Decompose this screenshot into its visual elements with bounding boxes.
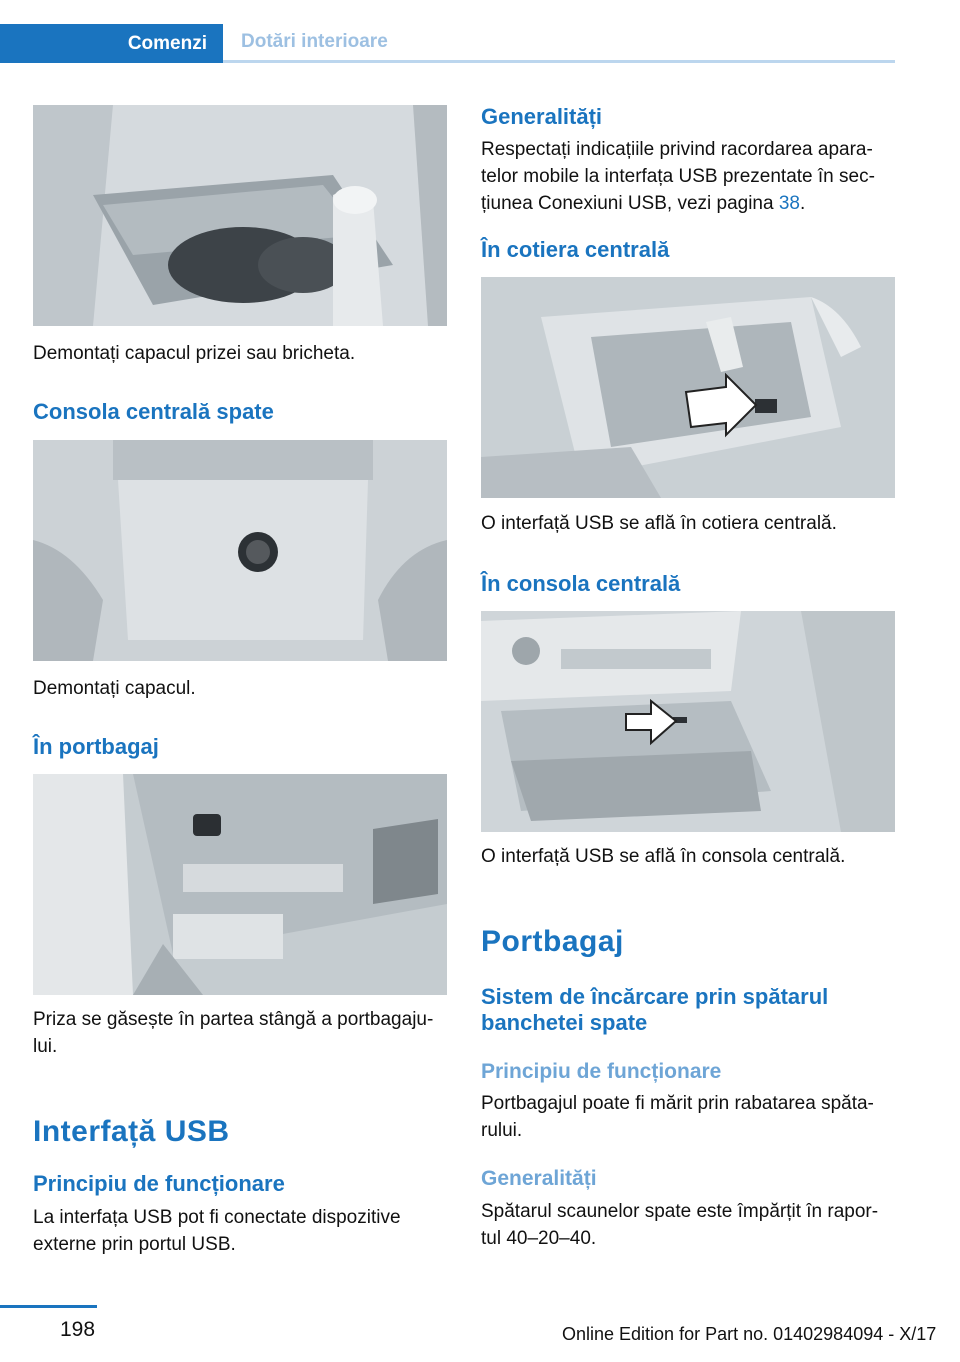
usb-text-2: externe prin portul USB. — [33, 1234, 236, 1255]
general2-text-1: Spătarul scaunelor spate este împărțit î… — [481, 1201, 879, 1222]
general2-text-2: tul 40–20–40. — [481, 1228, 597, 1249]
caption-trunk-socket-2: lui. — [33, 1036, 58, 1057]
caption-remove-cap: Demontați capacul prizei sau bricheta. — [33, 343, 356, 364]
heading-trunk: Portbagaj — [481, 925, 624, 958]
photo-rear-console — [33, 440, 447, 661]
header-rule — [0, 60, 895, 63]
page-link-38[interactable]: 38 — [778, 193, 800, 214]
general-text-2: telor mobile la interfața USB prezentate… — [481, 166, 875, 187]
photo-armrest-usb — [481, 277, 895, 498]
photo-console-usb — [481, 611, 895, 832]
heading-general: Generalități — [481, 104, 603, 129]
footer-rule — [0, 1305, 97, 1308]
tab-comenzi[interactable]: Comenzi — [0, 24, 223, 63]
photo-trunk-socket — [33, 774, 447, 995]
heading-loading-system-1: Sistem de încărcare prin spătarul — [481, 984, 829, 1009]
general-text-1: Respectați indicațiile privind racordare… — [481, 139, 873, 160]
heading-operating-principle: Principiu de funcționare — [33, 1171, 285, 1196]
usb-text-1: La interfața USB pot fi conectate dispoz… — [33, 1207, 401, 1228]
heading-general-trunk: Generalități — [481, 1167, 597, 1190]
heading-usb-interface: Interfață USB — [33, 1115, 230, 1148]
photo-cupholder-socket — [33, 105, 447, 326]
heading-rear-console: Consola centrală spate — [33, 399, 274, 424]
general-text-3: țiunea Conexiuni USB, vezi pagina 38. — [481, 193, 806, 214]
heading-principle-trunk: Principiu de funcționare — [481, 1060, 722, 1083]
caption-trunk-socket-1: Priza se găsește în partea stângă a port… — [33, 1009, 434, 1030]
heading-loading-system-2: banchetei spate — [481, 1010, 648, 1035]
page-number: 198 — [60, 1318, 96, 1341]
tab-dotari-interioare[interactable]: Dotări interioare — [241, 31, 388, 52]
caption-armrest: O interfață USB se află în cotiera centr… — [481, 513, 837, 534]
principle-text-1: Portbagajul poate fi mărit prin rabatare… — [481, 1093, 874, 1114]
principle-text-2: rului. — [481, 1120, 523, 1141]
caption-remove-cover: Demontați capacul. — [33, 678, 196, 699]
heading-in-trunk: În portbagaj — [33, 734, 159, 759]
edition-note: Online Edition for Part no. 01402984094 … — [562, 1324, 937, 1344]
caption-center-console: O interfață USB se află în consola centr… — [481, 846, 846, 867]
heading-center-console: În consola centrală — [481, 571, 681, 596]
heading-armrest: În cotiera centrală — [481, 237, 670, 262]
